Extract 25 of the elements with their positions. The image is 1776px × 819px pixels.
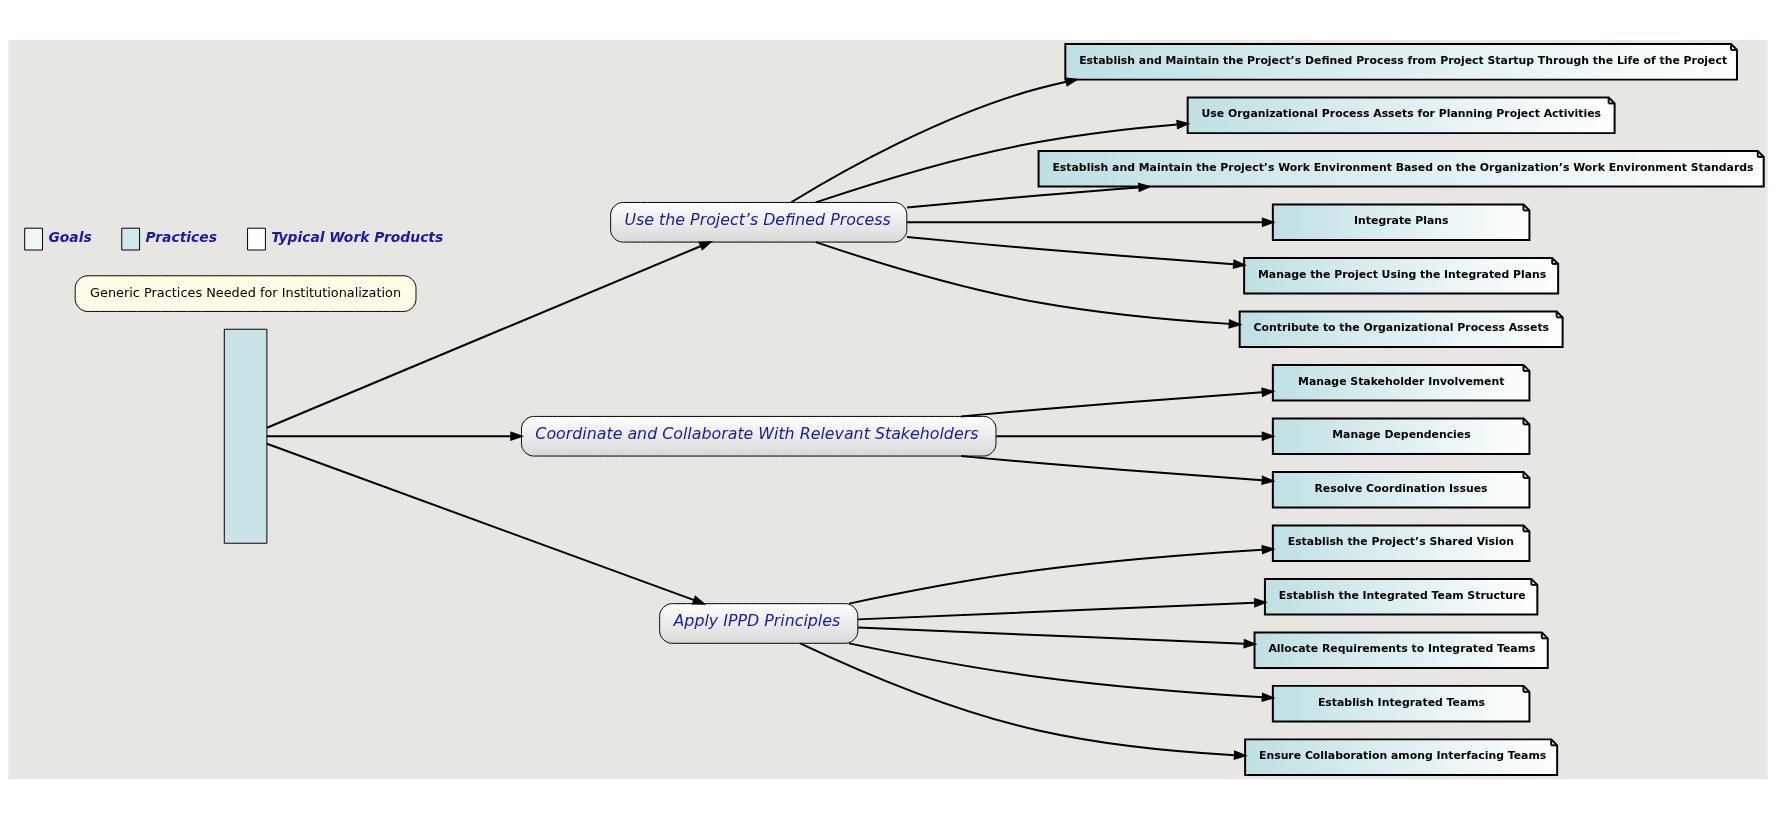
arrow [790, 77, 1080, 204]
arrow [265, 431, 525, 442]
arrow [857, 626, 1258, 649]
node-box [223, 328, 268, 544]
arrow [814, 119, 1191, 204]
node-box: Apply IPPD Principles [659, 603, 859, 644]
arrow [905, 236, 1247, 270]
arrow [857, 597, 1268, 621]
arrow [265, 241, 713, 429]
arrow [265, 442, 707, 605]
legend-label: Goals [48, 228, 92, 245]
arrow [906, 217, 1276, 228]
node-box: Coordinate and Collaborate With Relevant Stakeholders [520, 415, 997, 457]
arrow [814, 241, 1243, 329]
arrow [995, 431, 1276, 442]
node-box: Use the Project’s Defined Process [610, 201, 908, 243]
legend-label: Typical Work Products [271, 228, 444, 245]
arrow [848, 642, 1276, 703]
arrow [848, 544, 1276, 605]
arrow [905, 182, 1153, 209]
legend-label: Practices [145, 228, 217, 245]
arrow [960, 387, 1276, 418]
node-box: Generic Practices Needed for Institutionalization [74, 275, 417, 312]
arrow [799, 642, 1248, 760]
arrow [960, 455, 1276, 486]
